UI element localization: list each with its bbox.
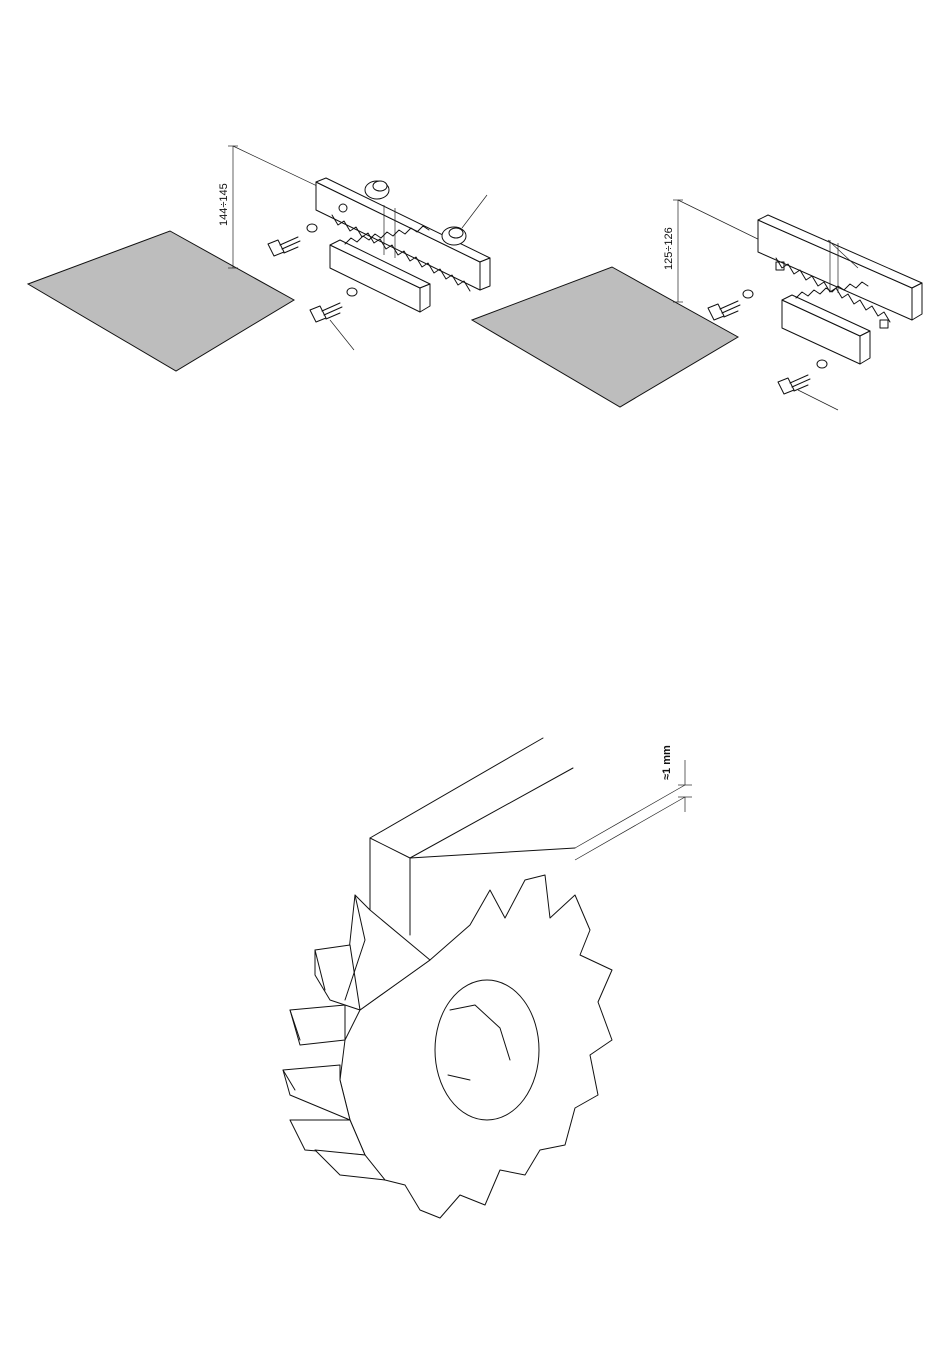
dimension-label-right: 125÷126 bbox=[663, 227, 675, 270]
base-plate-right bbox=[472, 267, 738, 407]
dimension-label-left: 144÷145 bbox=[218, 183, 230, 226]
spacer-right-left bbox=[442, 195, 487, 245]
spacer-top-left bbox=[365, 181, 389, 199]
gear-and-rack: ≈1 mm bbox=[283, 738, 692, 1218]
gap-label: ≈1 mm bbox=[661, 745, 673, 780]
spur-gear bbox=[283, 875, 612, 1218]
rack-assembly-right: 125÷126 bbox=[472, 200, 922, 410]
rack-assembly-left: 144÷145 bbox=[28, 146, 490, 371]
screw-upper-left bbox=[268, 224, 317, 256]
dimension-height-right: 125÷126 bbox=[663, 200, 770, 302]
screw-lower-right bbox=[778, 360, 838, 410]
base-plate-left bbox=[28, 231, 294, 371]
gear-bore bbox=[435, 980, 539, 1120]
screw-upper-right bbox=[708, 290, 753, 320]
screw-lower-left bbox=[310, 288, 357, 350]
